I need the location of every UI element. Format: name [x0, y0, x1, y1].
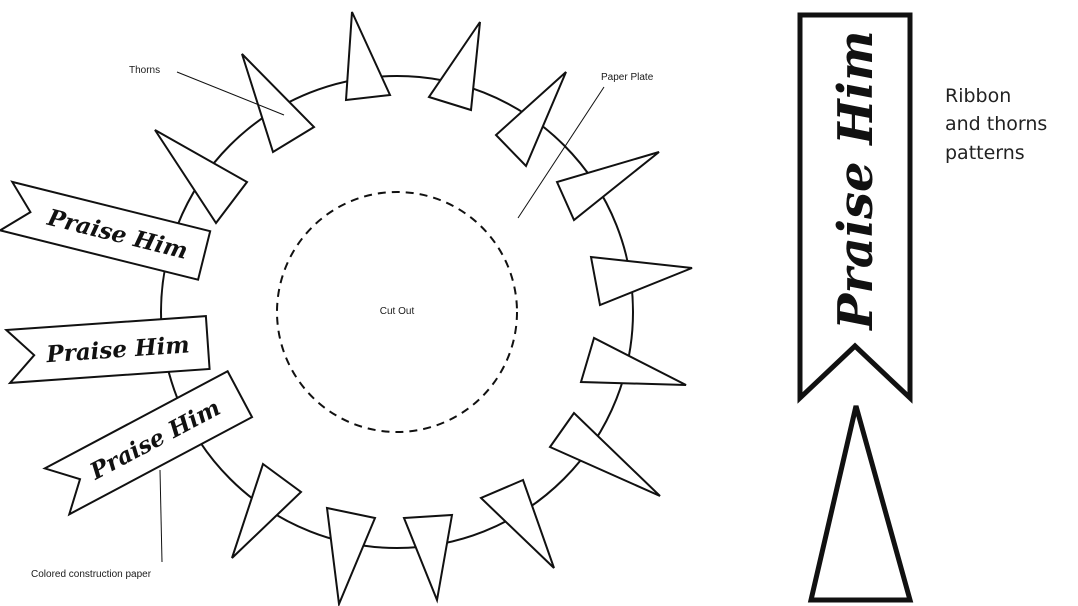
thorn: [404, 515, 452, 600]
patterns-caption-line-2: and thorns: [945, 113, 1047, 135]
thorn: [429, 22, 480, 110]
ribbon: Praise Him: [0, 182, 210, 280]
ribbon-pattern-label: Praise Him: [828, 30, 884, 331]
cut-out-label: Cut Out: [380, 306, 415, 317]
patterns-caption-line-3: patterns: [945, 142, 1025, 164]
paper-plate-wreath: Cut Out: [161, 76, 633, 548]
thorn-pattern: [811, 406, 910, 600]
colored-paper-label: Colored construction paper: [31, 569, 152, 580]
thorn: [581, 338, 686, 385]
thorn: [591, 257, 692, 305]
thorns-label: Thorns: [129, 65, 160, 76]
thorn: [327, 508, 375, 604]
thorn: [346, 12, 390, 100]
patterns: Praise Him Ribbon and thorns patterns: [800, 15, 1047, 600]
colored-paper-leader-line: [160, 470, 162, 562]
paper-plate-label: Paper Plate: [601, 72, 654, 83]
patterns-caption-line-1: Ribbon: [945, 85, 1011, 107]
